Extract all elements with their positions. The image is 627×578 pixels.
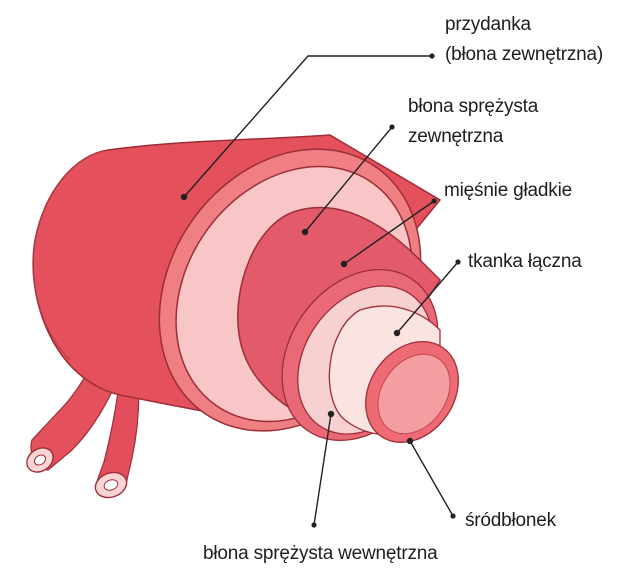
label-endothelium: śródbłonek [465, 508, 556, 534]
label-external-elastic-line1: błona sprężysta [408, 94, 538, 120]
leader-endothelium [410, 441, 453, 516]
label-external-elastic-line2: zewnętrzna [408, 124, 503, 150]
label-connective-tissue: tkanka łączna [468, 249, 582, 275]
label-internal-elastic: błona sprężysta wewnętrzna [203, 541, 438, 567]
label-smooth-muscle: mięśnie gładkie [444, 178, 572, 204]
label-adventitia-line1: przydanka [445, 12, 531, 38]
label-adventitia-line2: (błona zewnętrzna) [445, 42, 603, 68]
